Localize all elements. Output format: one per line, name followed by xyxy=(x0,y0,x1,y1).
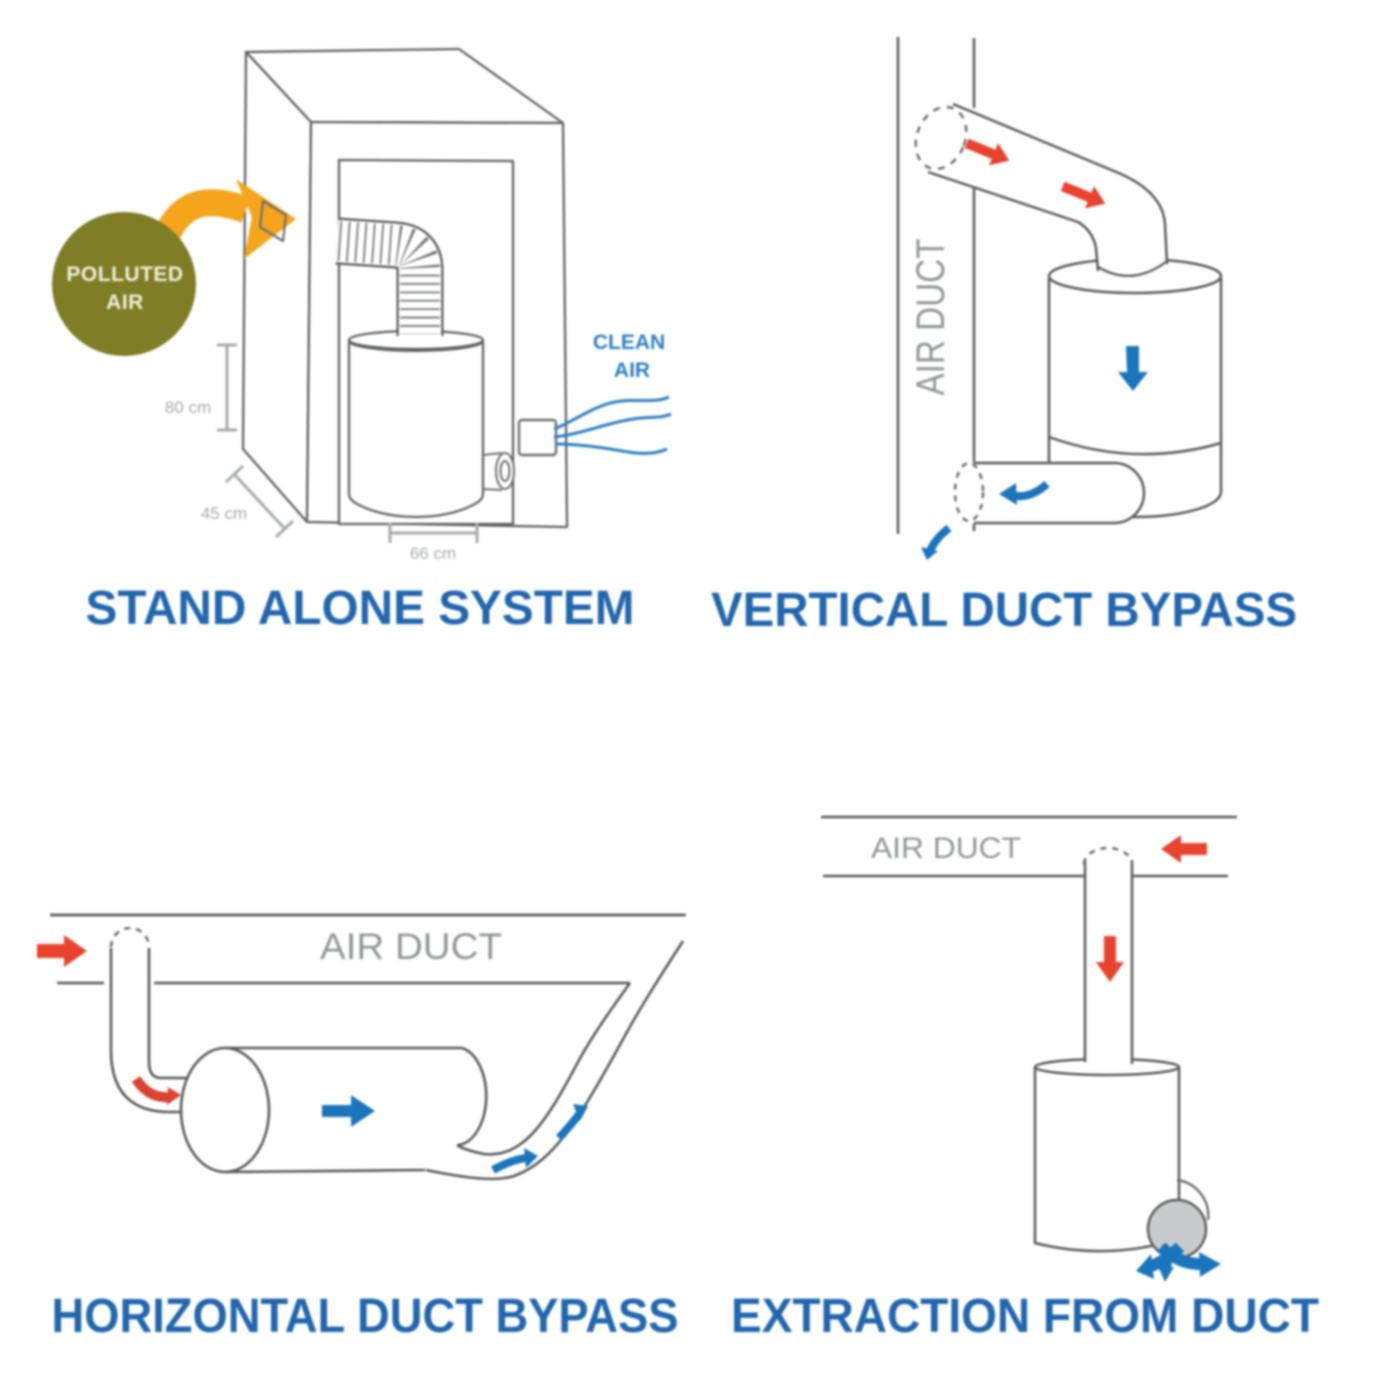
svg-text:AIR: AIR xyxy=(614,359,650,382)
svg-text:AIR: AIR xyxy=(106,291,144,314)
svg-text:80 cm: 80 cm xyxy=(165,398,211,417)
svg-text:AIR DUCT: AIR DUCT xyxy=(320,926,502,967)
svg-text:AIR DUCT: AIR DUCT xyxy=(871,832,1021,865)
svg-text:STAND ALONE SYSTEM: STAND ALONE SYSTEM xyxy=(86,582,635,635)
svg-text:AIR DUCT: AIR DUCT xyxy=(909,239,953,396)
svg-text:66 cm: 66 cm xyxy=(410,544,456,563)
svg-text:HORIZONTAL DUCT BYPASS: HORIZONTAL DUCT BYPASS xyxy=(52,1290,679,1343)
svg-text:EXTRACTION FROM DUCT: EXTRACTION FROM DUCT xyxy=(731,1290,1319,1343)
svg-text:CLEAN: CLEAN xyxy=(593,331,665,354)
svg-text:VERTICAL DUCT BYPASS: VERTICAL DUCT BYPASS xyxy=(711,584,1297,637)
svg-text:POLLUTED: POLLUTED xyxy=(66,263,183,286)
svg-text:45 cm: 45 cm xyxy=(201,504,247,523)
